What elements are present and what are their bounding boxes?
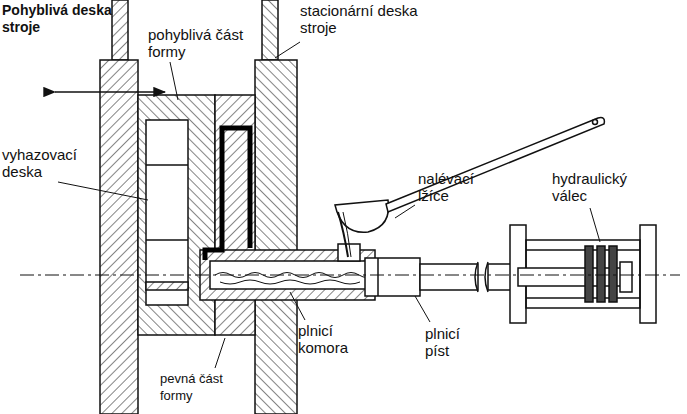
part-label: vyhazovací deska — [2, 146, 88, 180]
part-label: plnicí komora — [298, 322, 368, 356]
part-label: plnicí píst — [425, 325, 485, 359]
part-label: hydraulický válec — [552, 170, 652, 204]
part-label: nalévací lžíce — [418, 170, 488, 204]
part-label: stacionární deska stroje — [300, 2, 420, 36]
part-label: pohyblivá část formy — [148, 26, 268, 60]
part-label: pevná část formy — [160, 370, 240, 404]
part-label: Pohyblivá deska stroje — [2, 2, 112, 36]
